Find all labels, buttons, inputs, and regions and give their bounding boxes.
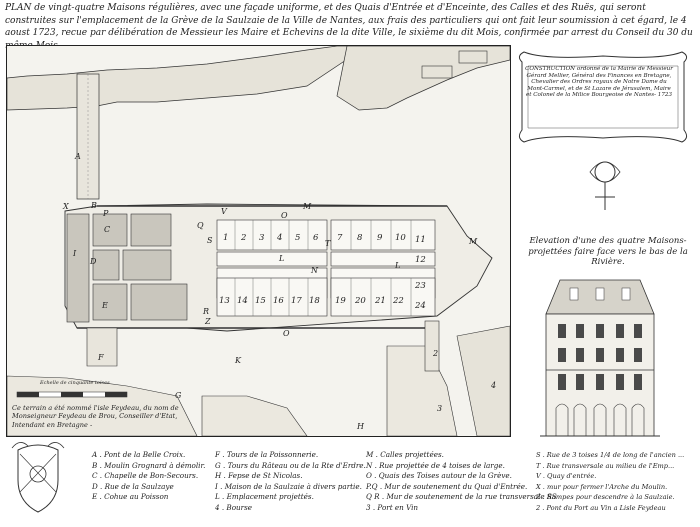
label-M2: M bbox=[302, 202, 312, 211]
label-O2: O bbox=[283, 329, 290, 338]
legend-item: T . Rue transversale au milieu de l'Emp.… bbox=[536, 461, 675, 470]
house-24: 24 bbox=[414, 301, 426, 311]
house-18: 18 bbox=[309, 296, 320, 306]
legend-item: D . Rue de la Saulzaye bbox=[92, 481, 174, 491]
house-6: 6 bbox=[313, 233, 319, 243]
label-F: F bbox=[97, 353, 104, 362]
legend-item: G . Tours du Râteau ou de la Rte d'Erdre… bbox=[215, 460, 366, 470]
legend-item: 3 . Port en Vin bbox=[366, 502, 419, 512]
label-Q: Q bbox=[197, 221, 204, 230]
house-2: 2 bbox=[240, 233, 246, 243]
label-L: L bbox=[278, 254, 284, 263]
house-blocks-top bbox=[216, 219, 436, 317]
plan-map: A B C D E F G H I Q V X P R Z S T L L N … bbox=[6, 45, 511, 437]
label-E: E bbox=[101, 301, 108, 310]
house-23: 23 bbox=[414, 281, 426, 291]
label-Z: Z bbox=[204, 317, 211, 326]
house-14: 14 bbox=[237, 296, 248, 306]
label-D: D bbox=[89, 257, 97, 266]
legend-item: V . Quay d'entrée. bbox=[536, 472, 597, 481]
label-T: T bbox=[325, 239, 331, 248]
house-20: 20 bbox=[354, 296, 366, 306]
house-12: 12 bbox=[415, 255, 426, 265]
coat-of-arms-icon bbox=[11, 442, 65, 513]
legend-item: E . Cohue au Poisson bbox=[92, 492, 169, 502]
legend-item: B . Moulin Grognard à démolir. bbox=[92, 460, 206, 470]
label-M: M bbox=[468, 237, 478, 246]
cartouche: CONSTRUCTION ordonné de la Mairie de Mes… bbox=[514, 48, 692, 146]
legend-item: N . Rue projettée de 4 toises de large. bbox=[366, 460, 505, 470]
ornament-icon bbox=[589, 161, 621, 210]
house-numbers-top: 1 2 3 4 5 6 7 8 9 10 11 12 bbox=[223, 233, 426, 265]
label-H: H bbox=[356, 422, 365, 431]
label-N: N bbox=[310, 266, 319, 275]
legend-item: L . Emplacement projettés. bbox=[215, 492, 314, 502]
house-19: 19 bbox=[335, 296, 346, 306]
legend-col4: S . Rue de 3 toises 1/4 de long de l'anc… bbox=[536, 450, 684, 514]
cartouche-frame bbox=[518, 51, 688, 143]
legend-item: O . Quais des Toises autour de la Grève. bbox=[366, 471, 512, 481]
label-V: V bbox=[221, 207, 228, 216]
cartouche-text: CONSTRUCTION ordonné de la Mairie de Mes… bbox=[525, 66, 673, 99]
label-G: G bbox=[175, 391, 182, 400]
label-L2: L bbox=[394, 261, 400, 270]
legend-item: F . Tours de la Poissonnerie. bbox=[215, 450, 319, 459]
house-8: 8 bbox=[357, 233, 363, 243]
house-11: 11 bbox=[415, 235, 426, 245]
house-10: 10 bbox=[395, 233, 406, 243]
label-S: S bbox=[207, 236, 213, 245]
legend-item: 4 . Bourse bbox=[215, 502, 253, 512]
house-4: 4 bbox=[276, 233, 282, 243]
elevation-title: Elevation d'une des quatre Maisons-proje… bbox=[528, 236, 688, 267]
legend-item: Q R . Mur de soutenement de la rue trans… bbox=[366, 492, 557, 502]
label-C: C bbox=[104, 225, 110, 234]
house-17: 17 bbox=[291, 296, 302, 306]
legend-item: A . Pont de la Belle Croix. bbox=[92, 450, 186, 459]
legend-col1: A . Pont de la Belle Croix. B . Moulin G… bbox=[92, 450, 205, 503]
label-I: I bbox=[72, 249, 77, 258]
legend-item: X . mur pour fermer l'Arche du Moulin. bbox=[536, 482, 668, 491]
legend-item: Z . Rampes pour descendre à la Saulzaie. bbox=[536, 493, 675, 502]
legend-item: S . Rue de 3 toises 1/4 de long de l'anc… bbox=[536, 451, 685, 459]
elevation-drawing bbox=[540, 279, 660, 437]
label-2: 2 bbox=[432, 349, 438, 358]
house-1: 1 bbox=[223, 233, 228, 243]
house-3: 3 bbox=[259, 233, 264, 243]
legend-item: M . Calles projettées. bbox=[366, 450, 444, 459]
house-16: 16 bbox=[273, 296, 284, 306]
legend-col3: M . Calles projettées. N . Rue projettée… bbox=[366, 450, 557, 514]
house-15: 15 bbox=[255, 296, 266, 306]
legend-item: 2 . Pont du Port au Vin a Lisle Feydeau bbox=[536, 503, 666, 512]
house-22: 22 bbox=[392, 296, 404, 306]
label-4: 4 bbox=[490, 381, 496, 390]
scale-bar bbox=[16, 391, 128, 398]
label-B: B bbox=[90, 201, 97, 210]
legend-item: P.Q . Mur de soutenement du Quai d'Entré… bbox=[366, 481, 528, 491]
legend-item: C . Chapelle de Bon-Secours. bbox=[92, 471, 199, 481]
house-9: 9 bbox=[377, 233, 383, 243]
label-K: K bbox=[234, 356, 242, 365]
label-X: X bbox=[62, 202, 69, 211]
plan-labels: A B C D E F G H I Q V X P R Z S T L L N … bbox=[62, 152, 496, 431]
house-13: 13 bbox=[219, 296, 230, 306]
label-3: 3 bbox=[437, 404, 442, 413]
scale-label: Echelle de cinquante toises bbox=[40, 380, 110, 386]
legend-item: H . Fepse de St Nicolas. bbox=[215, 471, 303, 481]
label-P: P bbox=[102, 209, 109, 218]
house-5: 5 bbox=[295, 233, 300, 243]
island-note: Ce terrain a été nommé l'isle Feydeau, d… bbox=[12, 404, 179, 429]
legend-col2: F . Tours de la Poissonnerie. G . Tours … bbox=[215, 450, 366, 514]
label-O: O bbox=[281, 211, 288, 220]
label-R: R bbox=[202, 307, 209, 316]
house-numbers-bottom: 13 14 15 16 17 18 19 20 21 22 23 24 bbox=[219, 281, 426, 311]
house-7: 7 bbox=[337, 233, 343, 243]
plan-drawing: A B C D E F G H I Q V X P R Z S T L L N … bbox=[7, 46, 510, 436]
label-A: A bbox=[74, 152, 81, 161]
house-21: 21 bbox=[374, 296, 386, 306]
legend-item: I . Maison de la Saulzaie à divers parti… bbox=[215, 481, 362, 491]
